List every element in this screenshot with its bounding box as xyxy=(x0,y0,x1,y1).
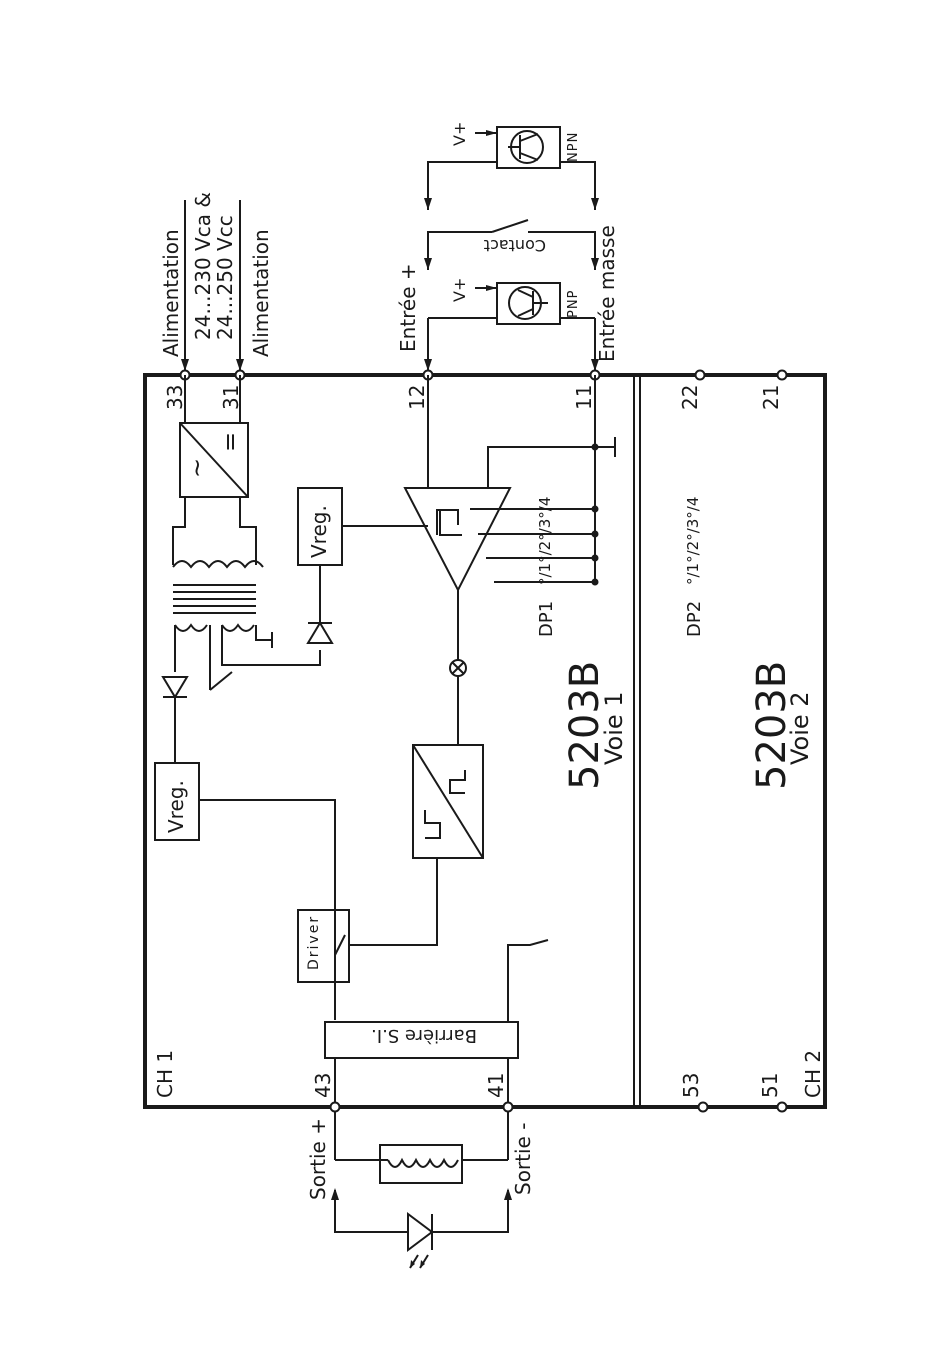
ac-symbol: ~ xyxy=(183,458,211,478)
terminal-43 xyxy=(331,1103,340,1112)
diode-top xyxy=(308,623,332,643)
ch1-label: CH 1 xyxy=(153,1050,177,1098)
terminal-53-label: 53 xyxy=(679,1073,703,1098)
output-led xyxy=(408,1214,432,1250)
npn-label: NPN xyxy=(566,132,581,162)
supply-range-dc: 24...250 Vcc xyxy=(213,215,237,340)
terminal-41 xyxy=(504,1103,513,1112)
sortie-minus-label: Sortie - xyxy=(511,1123,535,1195)
dp1-switches: °/1°/2°/3°/4 xyxy=(536,497,554,585)
terminal-11-label: 11 xyxy=(572,385,596,410)
terminal-22 xyxy=(696,371,705,380)
vplus-npn-label: V+ xyxy=(450,122,469,146)
vreg-bottom-label: Vreg. xyxy=(164,780,188,833)
dp2-label: DP2 xyxy=(684,601,705,637)
barriere-label: Barrière S.I. xyxy=(371,1025,477,1046)
entree-plus-label: Entrée + xyxy=(396,263,420,352)
supply-range-ac: 24...230 Vca & xyxy=(191,192,215,340)
voie-label-ch2: Voie 2 xyxy=(786,691,814,765)
vplus-pnp-label: V+ xyxy=(450,278,469,302)
terminal-43-label: 43 xyxy=(311,1073,335,1098)
alimentation-label-31: Alimentation xyxy=(249,229,273,357)
driver-label: Driver xyxy=(306,915,322,970)
entree-masse-label: Entrée masse xyxy=(595,225,619,362)
vreg-top-label: Vreg. xyxy=(307,505,331,558)
terminal-21 xyxy=(778,371,787,380)
dp2-switches: °/1°/2°/3°/4 xyxy=(684,497,702,585)
terminal-53 xyxy=(699,1103,708,1112)
ch2-label: CH 2 xyxy=(801,1050,825,1098)
dp1-label: DP1 xyxy=(536,601,557,637)
contact-label: Contact xyxy=(484,236,546,255)
transformer-primary xyxy=(173,561,263,567)
transformer-secondary-1 xyxy=(175,625,207,631)
terminal-22-label: 22 xyxy=(678,385,702,410)
sortie-plus-label: Sortie + xyxy=(306,1118,330,1200)
voie-label-ch1: Voie 1 xyxy=(600,691,628,765)
alimentation-label-33: Alimentation xyxy=(159,229,183,357)
terminal-33-label: 33 xyxy=(163,385,187,410)
dc-symbol: = xyxy=(216,432,244,452)
npn-sensor xyxy=(497,127,560,168)
terminal-41-label: 41 xyxy=(484,1073,508,1098)
terminal-21-label: 21 xyxy=(759,385,783,410)
terminal-51 xyxy=(778,1103,787,1112)
terminal-12-label: 12 xyxy=(405,385,429,410)
terminal-51-label: 51 xyxy=(758,1073,782,1098)
input-amplifier xyxy=(405,488,510,590)
output-coil xyxy=(380,1145,462,1183)
transformer-secondary-2 xyxy=(222,625,254,631)
pnp-label: PNP xyxy=(566,290,581,318)
diode-bottom xyxy=(163,677,187,697)
